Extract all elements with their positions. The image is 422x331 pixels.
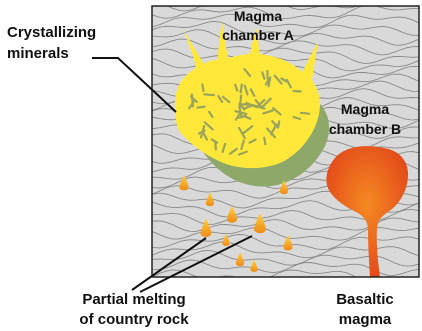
label-basaltic-line1: Basaltic <box>336 291 394 308</box>
label-chamber-b-line2: chamber B <box>329 121 401 137</box>
crystal <box>264 138 265 144</box>
rock-contour-line <box>148 278 422 291</box>
crystal <box>294 91 301 92</box>
label-crystallizing-line1: Crystallizing <box>7 24 96 41</box>
label-chamber-a-line1: Magma <box>234 8 282 24</box>
label-chamber-b-line1: Magma <box>341 101 389 117</box>
label-crystallizing-line2: minerals <box>7 45 69 62</box>
crystal <box>192 95 193 107</box>
crystal <box>240 96 241 107</box>
crystal <box>202 85 203 91</box>
crystal <box>204 94 214 95</box>
label-chamber-a-line2: chamber A <box>222 27 294 43</box>
label-partial-melting-line1: Partial melting <box>82 291 185 308</box>
crystal <box>278 121 279 127</box>
crystal <box>215 142 216 149</box>
crystal <box>197 107 204 108</box>
label-partial-melting-line2: of country rock <box>79 311 189 328</box>
label-basaltic-line2: magma <box>339 311 392 328</box>
crystal <box>301 113 309 114</box>
crystal <box>241 85 242 93</box>
